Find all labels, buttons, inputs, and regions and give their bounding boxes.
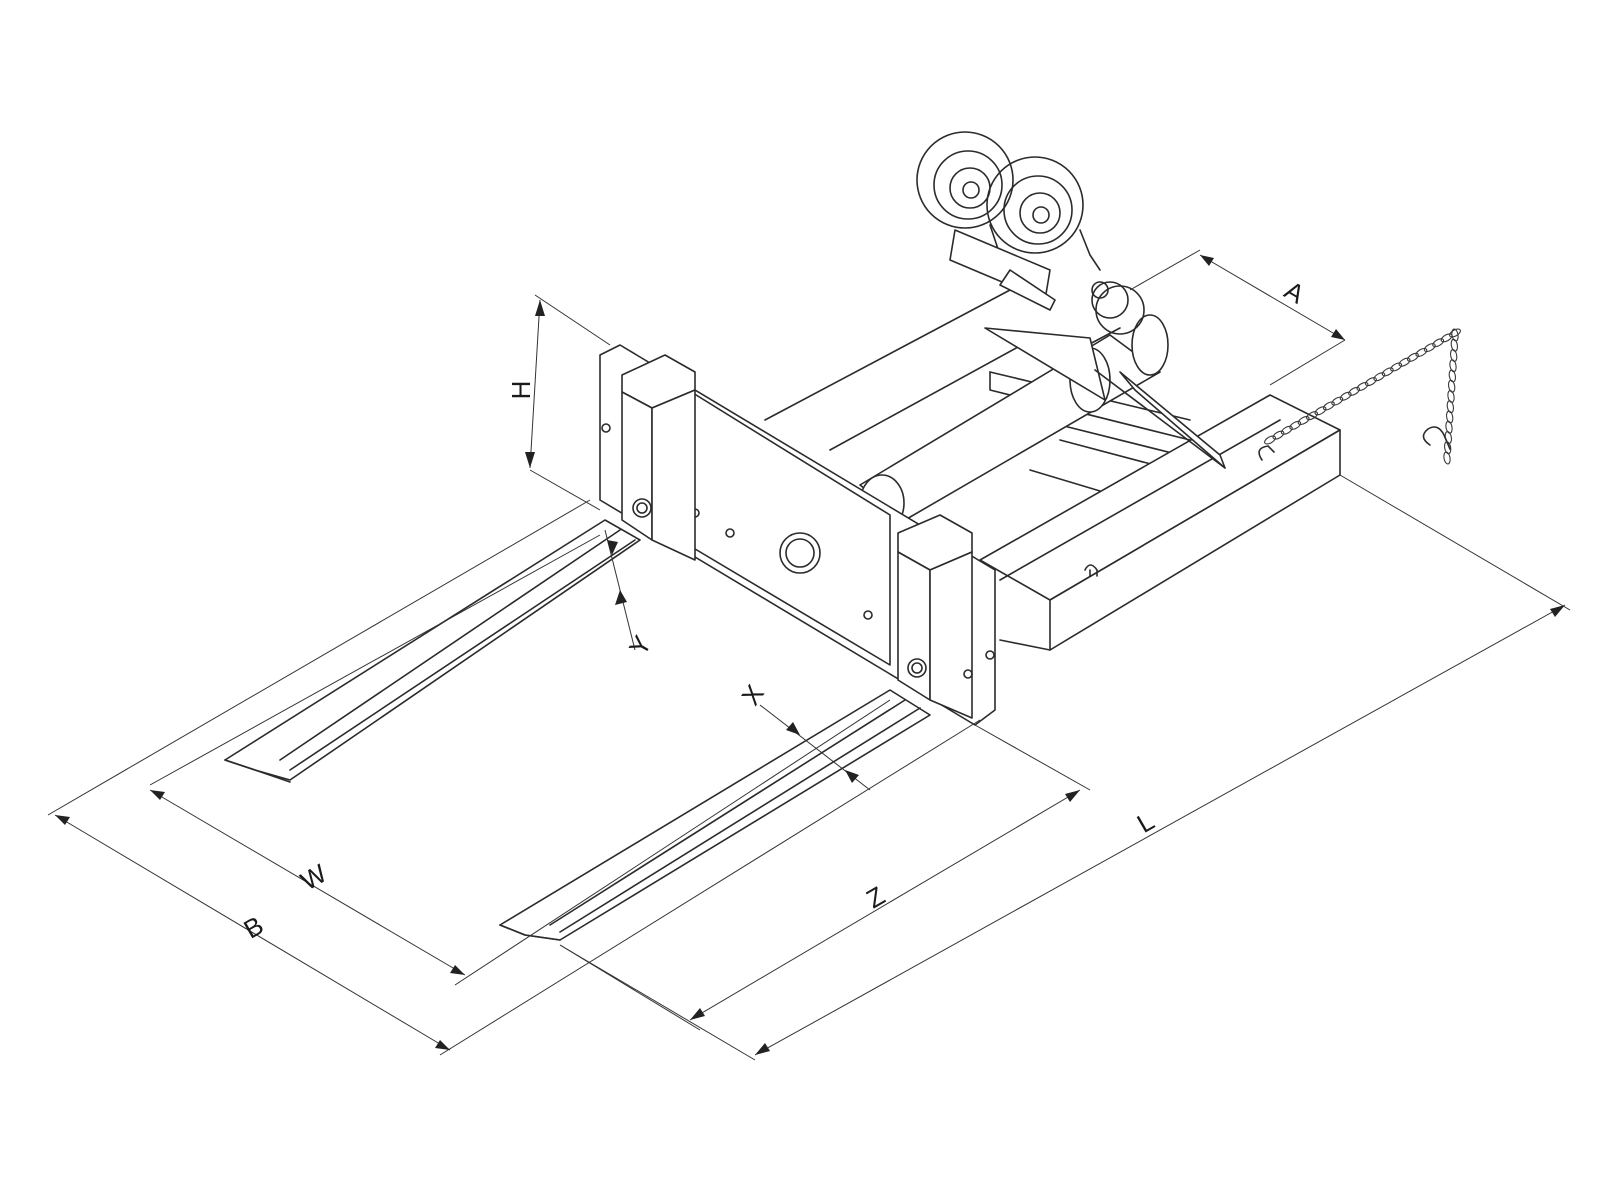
chain-link: [1306, 411, 1319, 421]
chain-link: [1339, 391, 1352, 401]
dimension-L: [559, 474, 1571, 1061]
dimension-W: [149, 534, 891, 986]
chain-link: [1348, 386, 1361, 396]
chain-link: [1331, 396, 1344, 406]
dim-label-W: W: [295, 858, 332, 896]
handle-bracket: [949, 229, 1145, 335]
chain-link: [1415, 347, 1428, 357]
safety-chain: [1264, 328, 1461, 465]
right-fork-hanger: [897, 514, 995, 719]
dimension-B: [47, 499, 981, 1056]
front-plate: [599, 344, 996, 726]
chain-link: [1443, 451, 1451, 465]
dim-label-H: H: [506, 381, 536, 400]
chain-link: [1314, 406, 1327, 416]
chain-link: [1364, 377, 1377, 387]
chain-link: [1398, 357, 1411, 367]
dim-label-L: L: [1132, 806, 1160, 839]
dimension-Y: [604, 529, 636, 651]
chain-link: [1356, 381, 1369, 392]
chain-link: [1264, 435, 1276, 445]
dim-label-Z: Z: [861, 880, 890, 914]
chain-link: [1272, 430, 1285, 440]
spiral-handle-right: [986, 156, 1101, 271]
left-fork-hanger: [601, 354, 696, 561]
chain-hook: [1258, 426, 1451, 461]
dimension-X: [759, 704, 871, 791]
chain-link: [1381, 367, 1394, 377]
left-fork: [224, 519, 641, 783]
dim-label-Y: Y: [623, 630, 658, 660]
chain-link: [1322, 401, 1335, 411]
chain-link: [1432, 338, 1445, 348]
chain-link: [1289, 420, 1302, 430]
chain-link: [1280, 425, 1293, 435]
dim-label-X: X: [735, 679, 770, 710]
chain-link: [1449, 328, 1461, 338]
side-beam: [979, 394, 1341, 651]
chain-link: [1390, 362, 1403, 372]
chain-link: [1406, 352, 1419, 362]
chain-link: [1423, 343, 1436, 353]
pivot-tube: [859, 314, 1226, 532]
dimension-A: [1129, 249, 1346, 386]
dimension-H: [525, 294, 611, 511]
chain-link: [1373, 372, 1386, 382]
chain-link: [1297, 416, 1310, 426]
